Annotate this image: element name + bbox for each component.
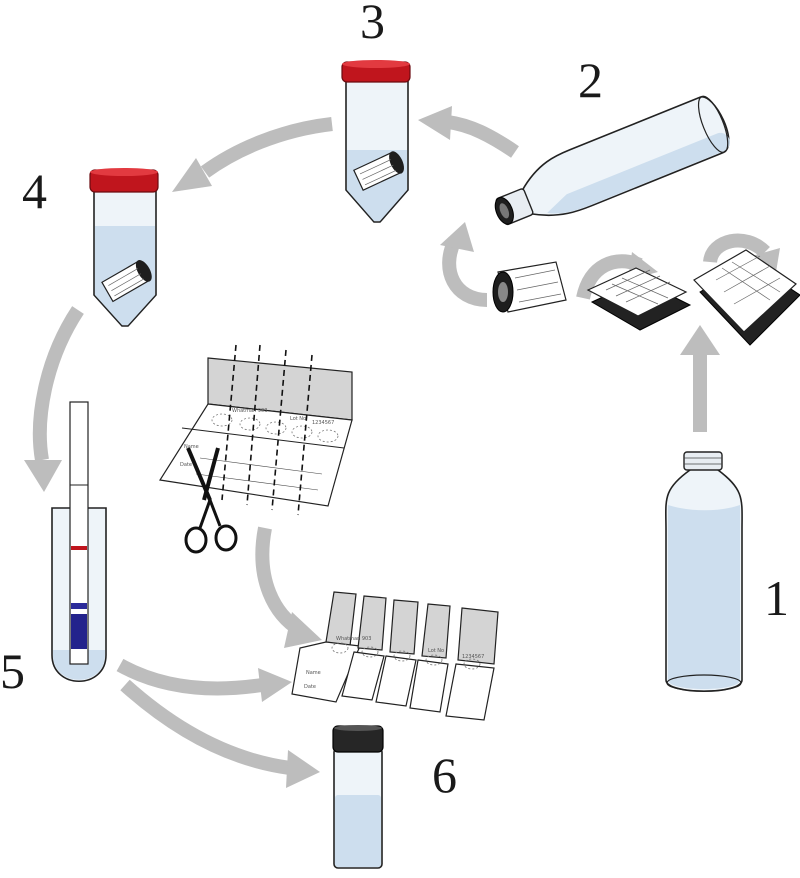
folded-filter-1 xyxy=(586,267,692,331)
strip-lot-value: 1234567 xyxy=(462,654,484,660)
folded-filter-2 xyxy=(693,249,800,346)
strip-brand: Whatman 903 xyxy=(336,636,371,642)
step-number-1: 1 xyxy=(764,570,789,626)
bottle-step-2 xyxy=(494,95,730,226)
rolled-filter xyxy=(492,261,567,313)
arrowhead-2-to-3 xyxy=(418,106,452,140)
strip-date-label: Date xyxy=(304,684,316,690)
card-lot-label: Lot No xyxy=(290,416,306,422)
arrowhead-card-to-strips xyxy=(284,612,322,648)
arrowhead-5-to-6 xyxy=(286,750,320,788)
card-name-label: Name xyxy=(184,444,199,450)
arrow-3-to-4 xyxy=(200,117,333,178)
bottle-step-1 xyxy=(665,451,743,692)
arrow-roll-to-bottle xyxy=(442,236,488,307)
card-date-label: Date xyxy=(180,462,192,468)
strip-name-label: Name xyxy=(306,670,321,676)
filter-card: Whatman 903 Lot No 1234567 Name Date xyxy=(159,344,353,516)
strip-lot-label: Lot No xyxy=(428,648,444,654)
card-lot-value: 1234567 xyxy=(312,420,334,426)
step-number-6: 6 xyxy=(432,747,457,803)
tube-step-4 xyxy=(89,168,159,327)
control-line xyxy=(71,546,87,550)
tube-step-3 xyxy=(341,60,411,223)
arrow-2-to-3 xyxy=(446,115,519,158)
arrow-fold-2 xyxy=(703,233,770,264)
arrowhead-1-to-2 xyxy=(680,325,720,355)
step-number-5: 5 xyxy=(0,643,25,699)
arrows xyxy=(24,106,780,788)
dipstick-tube-step-5 xyxy=(51,401,107,683)
scissors-icon xyxy=(184,447,238,554)
step-number-3: 3 xyxy=(360,0,385,49)
cut-strips: Whatman 903 Lot No 1234567 Name Date xyxy=(291,591,499,721)
dipstick xyxy=(69,401,89,665)
step-number-2: 2 xyxy=(578,52,603,108)
arrowhead-4-to-5 xyxy=(24,460,62,492)
arrow-5-to-strips xyxy=(116,658,264,696)
step-number-4: 4 xyxy=(22,163,47,219)
arrow-5-to-6 xyxy=(120,679,291,775)
arrowhead-5-to-strips xyxy=(258,668,292,702)
arrow-4-to-5 xyxy=(32,306,84,462)
test-band xyxy=(71,603,87,609)
arrowhead-3-to-4 xyxy=(172,158,212,192)
vial-step-6 xyxy=(332,725,384,869)
arrowhead-roll-to-bottle xyxy=(440,222,474,252)
card-brand: Whatman 903 xyxy=(232,408,267,414)
